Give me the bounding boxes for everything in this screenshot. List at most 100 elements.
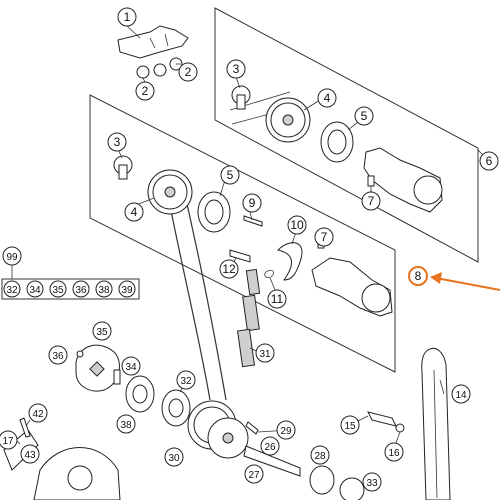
callout-43[interactable]: 43 [20, 444, 40, 464]
callout-14[interactable]: 14 [451, 384, 471, 404]
callout-5-upper[interactable]: 5 [354, 106, 374, 126]
part-1-washer-b [153, 63, 167, 77]
part-35-detail [89, 361, 105, 377]
callout-1[interactable]: 1 [117, 7, 137, 27]
part-11-spring [264, 269, 274, 279]
highlight-arrowhead [430, 272, 442, 284]
svg-text:34: 34 [125, 362, 137, 373]
svg-text:32: 32 [6, 285, 18, 296]
part-15-bolt [367, 411, 397, 427]
svg-text:15: 15 [344, 421, 356, 432]
svg-text:42: 42 [32, 409, 44, 420]
chain-segment-top [245, 268, 261, 296]
part-34-pin [113, 369, 121, 385]
svg-text:28: 28 [314, 451, 326, 462]
callout-3-upper[interactable]: 3 [226, 59, 246, 79]
callout-29[interactable]: 29 [276, 420, 296, 440]
callout-2b[interactable]: 2 [135, 81, 155, 101]
svg-text:12: 12 [222, 262, 236, 276]
chain-guide-rail [421, 347, 451, 500]
callout-12[interactable]: 12 [219, 259, 239, 279]
callout-4-upper[interactable]: 4 [317, 88, 337, 108]
callout-7-upper[interactable]: 7 [361, 191, 381, 211]
part-7-upper-pin [367, 175, 375, 187]
svg-text:35: 35 [52, 285, 64, 296]
kit-item-36[interactable]: 36 [72, 280, 90, 298]
callout-16[interactable]: 16 [384, 442, 404, 462]
callout-30[interactable]: 30 [164, 447, 184, 467]
part-9-bolt [243, 215, 263, 227]
svg-text:38: 38 [120, 420, 132, 431]
part-12-bolt [229, 249, 251, 263]
callout-11[interactable]: 11 [267, 289, 287, 309]
callout-5-lower[interactable]: 5 [220, 165, 240, 185]
kit-99-box [1, 278, 140, 300]
svg-text:16: 16 [388, 448, 400, 459]
callout-9[interactable]: 9 [242, 193, 262, 213]
callout-26[interactable]: 26 [260, 436, 280, 456]
kit-item-35[interactable]: 35 [49, 280, 67, 298]
kit-99-callout[interactable]: 99 [2, 246, 22, 266]
kit-item-39[interactable]: 39 [118, 280, 136, 298]
svg-text:33: 33 [366, 478, 378, 489]
kit-item-32[interactable]: 32 [3, 280, 21, 298]
callout-34[interactable]: 34 [121, 356, 141, 376]
svg-text:2: 2 [185, 65, 192, 79]
svg-text:3: 3 [233, 62, 240, 76]
callout-33[interactable]: 33 [362, 472, 382, 492]
callout-38[interactable]: 38 [116, 414, 136, 434]
callout-8-highlighted[interactable]: 8 [408, 266, 428, 286]
callout-3-lower[interactable]: 3 [107, 132, 127, 152]
svg-text:1: 1 [124, 10, 131, 24]
svg-text:4: 4 [131, 205, 138, 219]
part-5-upper-bearing [320, 121, 354, 163]
callout-10[interactable]: 10 [287, 215, 307, 235]
svg-text:8: 8 [415, 269, 422, 283]
part-17-housing-edge [3, 429, 39, 471]
callout-7-lower[interactable]: 7 [314, 227, 334, 247]
svg-text:26: 26 [264, 442, 276, 453]
svg-text:99: 99 [6, 252, 18, 263]
svg-text:9: 9 [249, 196, 256, 210]
kit-item-34[interactable]: 34 [26, 280, 44, 298]
callout-4-lower[interactable]: 4 [124, 202, 144, 222]
part-30-double-sprocket [187, 400, 249, 459]
callout-36[interactable]: 36 [48, 345, 68, 365]
svg-text:6: 6 [486, 154, 493, 168]
callout-2a[interactable]: 2 [178, 62, 198, 82]
washer-left-inner [132, 384, 148, 404]
part-32-bearing-inner [168, 398, 184, 418]
callout-31[interactable]: 31 [255, 343, 275, 363]
callout-42[interactable]: 42 [28, 403, 48, 423]
svg-text:39: 39 [121, 285, 133, 296]
svg-text:10: 10 [290, 218, 304, 232]
part-42-screw [19, 417, 31, 438]
svg-text:5: 5 [361, 109, 368, 123]
svg-text:2: 2 [142, 84, 149, 98]
svg-text:43: 43 [24, 450, 36, 461]
part-1-washer-a [136, 65, 150, 79]
callout-15[interactable]: 15 [340, 415, 360, 435]
chain-segment [242, 294, 260, 332]
upper-camshaft-panel [214, 7, 479, 263]
svg-text:35: 35 [96, 327, 108, 338]
callout-35[interactable]: 35 [92, 321, 112, 341]
callout-28[interactable]: 28 [310, 445, 330, 465]
callout-32[interactable]: 32 [176, 370, 196, 390]
part-33-seal [339, 477, 365, 500]
svg-text:4: 4 [324, 91, 331, 105]
callout-6[interactable]: 6 [479, 151, 499, 171]
lower-camshaft-panel [89, 94, 396, 373]
callout-17[interactable]: 17 [0, 430, 18, 450]
part-36-washer [76, 350, 84, 358]
kit-item-38[interactable]: 38 [95, 280, 113, 298]
part-5-lower-bearing [197, 191, 231, 233]
svg-text:3: 3 [114, 135, 121, 149]
svg-text:32: 32 [180, 376, 192, 387]
callout-27[interactable]: 27 [244, 464, 264, 484]
svg-text:29: 29 [280, 426, 292, 437]
shaft-27 [243, 445, 301, 477]
part-4-upper-sprocket [265, 97, 311, 143]
svg-text:31: 31 [259, 349, 271, 360]
part-1-bracket [117, 25, 189, 59]
